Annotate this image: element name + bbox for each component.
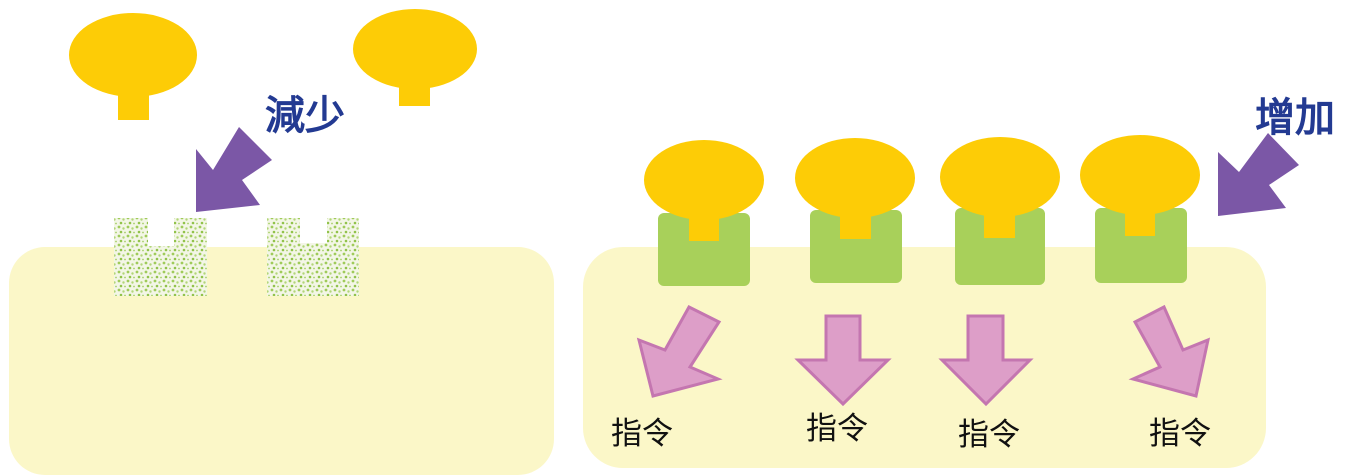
faded-receptor [114, 218, 207, 296]
bound-receptor [1080, 135, 1200, 283]
cell-membrane-right [583, 247, 1266, 468]
increase-arrow [1218, 133, 1299, 216]
cell-membrane-left [9, 247, 554, 475]
signal-arrow [1128, 304, 1211, 398]
decrease-arrow [196, 127, 272, 212]
command-label: 指令 [806, 411, 868, 447]
command-label: 指令 [958, 417, 1020, 453]
right-panel: 增加 指令 指令 指令 指令 [583, 95, 1335, 468]
increase-label: 增加 [1255, 95, 1335, 141]
signal-arrow [636, 305, 723, 398]
signal-arrow [794, 314, 892, 407]
bound-receptor [644, 140, 764, 286]
command-label: 指令 [611, 416, 673, 452]
bound-receptor [940, 137, 1060, 285]
faded-receptor [267, 218, 359, 296]
bound-receptor [795, 138, 915, 283]
command-label: 指令 [1149, 416, 1211, 452]
left-panel: 減少 [9, 9, 554, 475]
signal-arrow [938, 314, 1034, 407]
decrease-label: 減少 [265, 93, 345, 139]
free-ligand [69, 13, 197, 120]
free-ligand [353, 9, 477, 106]
